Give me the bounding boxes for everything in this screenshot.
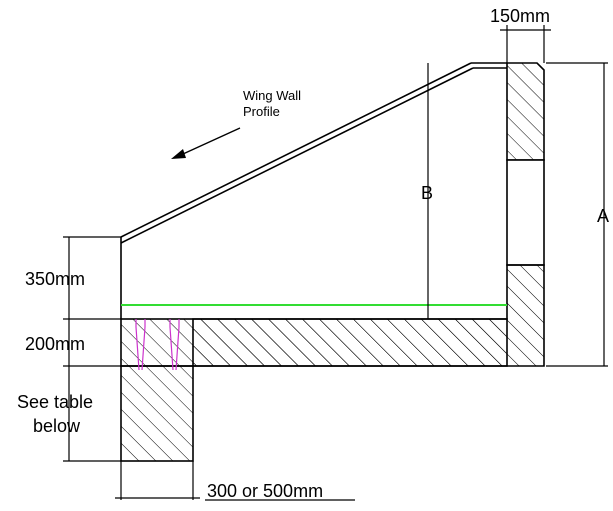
wall-profile-outline	[120, 62, 507, 319]
footing	[120, 365, 194, 462]
dimension-lines	[63, 25, 608, 501]
label-b: B	[421, 183, 433, 203]
base-slab	[120, 318, 508, 367]
label-profile: Profile	[243, 104, 280, 119]
arrow-icon	[171, 127, 241, 159]
label-below: below	[33, 416, 81, 436]
label-150mm: 150mm	[490, 6, 550, 26]
dowels	[135, 319, 180, 371]
label-wing-wall: Wing Wall	[243, 88, 301, 103]
label-a: A	[597, 206, 609, 226]
label-see-table: See table	[17, 392, 93, 412]
label-350mm: 350mm	[25, 269, 85, 289]
label-footing-width: 300 or 500mm	[207, 481, 323, 501]
label-200mm: 200mm	[25, 334, 85, 354]
